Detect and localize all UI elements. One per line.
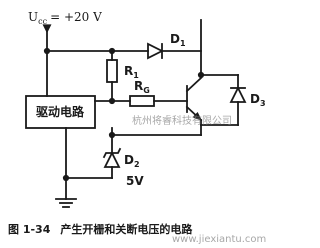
figure-number: 图 1-34: [8, 223, 51, 236]
supply-terminal-arrow: [42, 24, 52, 34]
junction-ground: [62, 174, 70, 182]
figure-caption: 图 1-34 产生开栅和关断电压的电路: [8, 222, 193, 236]
r1-label: R1: [124, 64, 139, 80]
figure-title: 产生开栅和关断电压的电路: [60, 222, 193, 236]
junction-gate-node: [108, 97, 116, 105]
driver-box: [25, 95, 96, 129]
d1-diode: [147, 42, 165, 60]
d3-diode: [229, 85, 247, 103]
watermark-company: 杭州将睿科技有限公司: [132, 114, 232, 127]
d1-label: D1: [170, 32, 186, 48]
transistor-collector-lead: [185, 76, 203, 93]
watermark-url: www.jiexiantu.com: [172, 234, 266, 245]
driver-label: 驱动电路: [36, 104, 85, 119]
junction-r1-top: [108, 47, 116, 55]
supply-label: Ucc= +20 V: [28, 10, 102, 26]
rg-label: RG: [134, 79, 150, 95]
d2-label: D2: [124, 153, 140, 169]
d2-voltage-label: 5V: [126, 174, 144, 188]
rg-resistor: [129, 95, 155, 107]
transistor-emitter-arrow: [192, 111, 203, 122]
circuit-diagram: Ucc= +20 V D1 D3 驱动电路 R1: [8, 10, 266, 245]
d2-diode: [103, 150, 121, 168]
d3-label: D3: [250, 92, 266, 108]
r1-resistor: [106, 59, 118, 83]
